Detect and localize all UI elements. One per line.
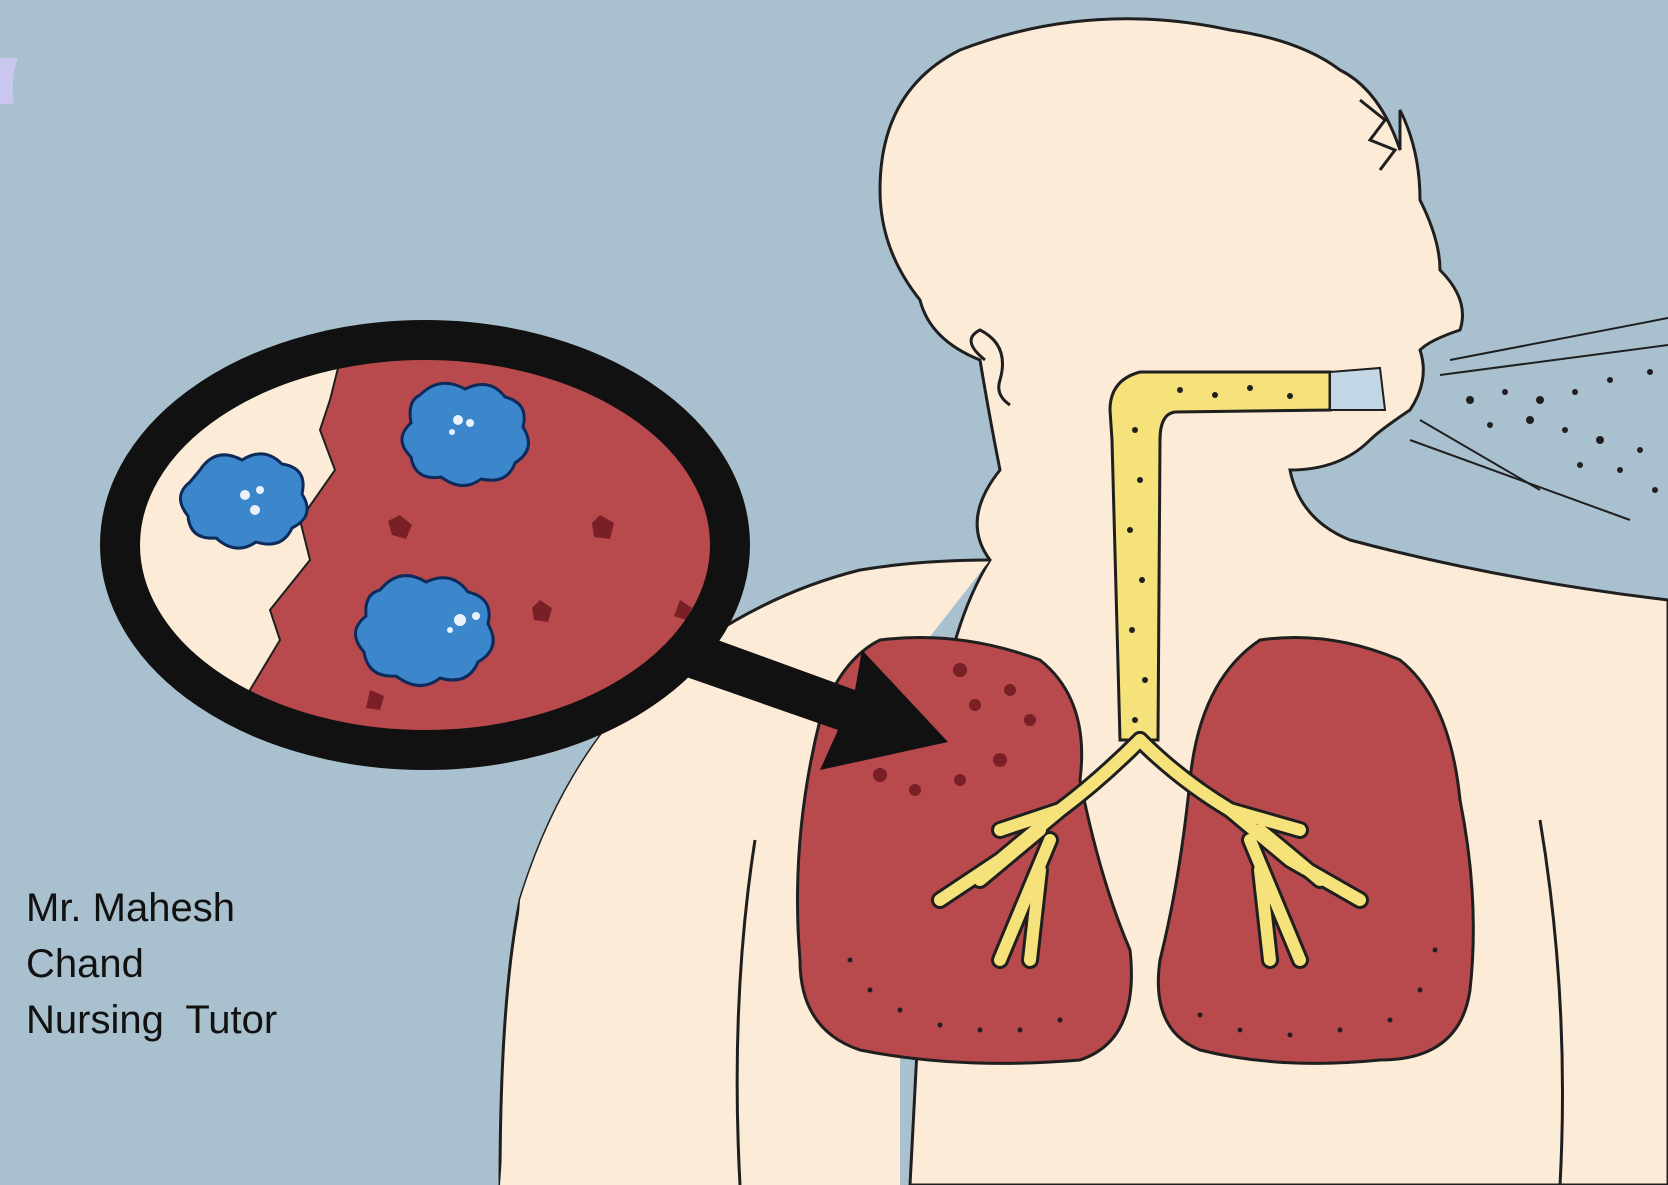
- author-caption: Mr. Mahesh Chand Nursing Tutor: [26, 880, 277, 1048]
- caption-line-surname: Chand: [26, 936, 277, 992]
- caption-line-name: Mr. Mahesh: [26, 880, 277, 936]
- caption-line-role: Nursing Tutor: [26, 992, 277, 1048]
